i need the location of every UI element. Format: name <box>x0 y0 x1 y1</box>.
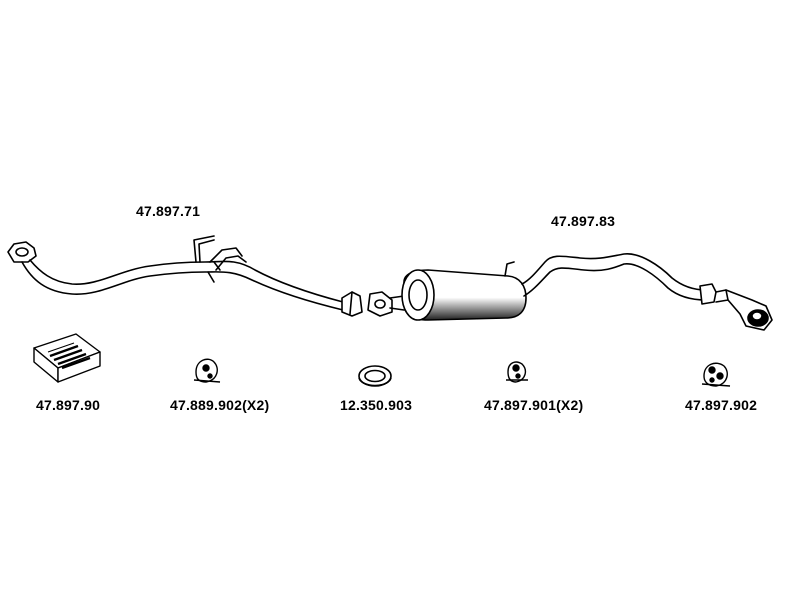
inlet-flange-hole <box>15 247 29 257</box>
kit-contents <box>49 344 91 370</box>
tail-pipe-lower-wall <box>523 263 707 301</box>
front-pipe-drawing <box>7 235 363 317</box>
front-pipe-clip <box>207 261 221 283</box>
part-number-front-pipe: 47.897.71 <box>136 203 201 219</box>
rubber-hanger-b-drawing <box>506 361 528 383</box>
tail-pipe-tip <box>725 289 773 331</box>
front-pipe-lower-wall <box>21 261 344 311</box>
rubber-hanger-a-drawing <box>193 358 221 383</box>
silencer-hanger-rod <box>504 261 515 277</box>
gasket-drawing <box>358 365 392 387</box>
front-pipe-heat-shield <box>209 247 247 271</box>
part-number-gasket: 12.350.903 <box>340 397 413 413</box>
part-number-rubber-hanger-b: 47.897.901(X2) <box>484 397 584 413</box>
front-pipe-upper-wall <box>29 259 344 303</box>
kit-box-side <box>57 351 101 383</box>
part-number-rubber-hanger-a: 47.889.902(X2) <box>170 397 270 413</box>
part-number-rear-silencer: 47.897.83 <box>551 213 616 229</box>
tail-pipe-clamp <box>699 283 717 305</box>
silencer-front-cap <box>401 269 435 321</box>
rubber-hanger-c-drawing <box>701 362 731 387</box>
part-number-rubber-hanger-c: 47.897.902 <box>685 397 758 413</box>
rear-silencer-drawing <box>367 253 773 331</box>
inlet-flange <box>7 241 37 263</box>
tail-pipe-upper-wall <box>521 253 707 291</box>
part-number-mounting-kit: 47.897.90 <box>36 397 101 413</box>
mounting-kit-drawing <box>33 333 101 383</box>
front-pipe-hanger-bracket <box>193 235 215 263</box>
silencer-inlet-flange <box>367 291 393 317</box>
